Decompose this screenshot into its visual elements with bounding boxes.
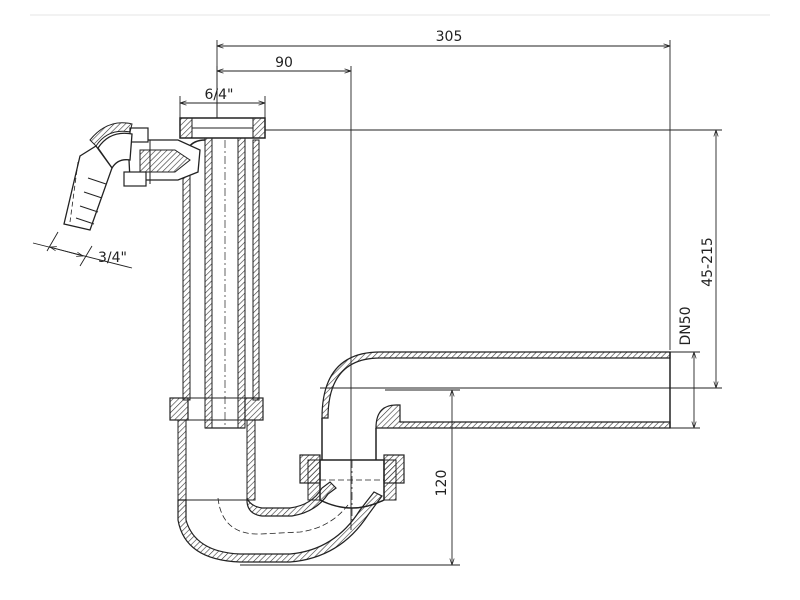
outlet-pipe <box>321 351 671 460</box>
middle-union-nut <box>169 397 264 421</box>
dimension-inlet-thread: 6/4" <box>180 87 265 120</box>
dip-tube <box>204 137 246 429</box>
dimension-label-120: 120 <box>434 470 450 497</box>
centerlines <box>224 140 353 520</box>
dimension-label-90: 90 <box>275 55 293 71</box>
dimension-label-3-4: 3/4" <box>98 250 127 266</box>
dimension-outlet-diameter: DN50 <box>670 306 700 428</box>
dimension-hose-connection: 3/4" <box>32 231 133 269</box>
dimension-total-length: 305 <box>217 29 670 350</box>
dimension-height-range: 45-215 <box>262 130 722 388</box>
inlet-nut <box>179 117 266 139</box>
trap-u-bend <box>177 419 383 563</box>
siphon-body <box>182 139 260 401</box>
hose-nozzle <box>63 122 201 231</box>
dimension-label-dn50: DN50 <box>678 306 694 345</box>
dimension-label-305: 305 <box>436 29 463 45</box>
outlet-union-nut <box>299 454 405 509</box>
dimension-label-45-215: 45-215 <box>700 237 716 287</box>
dimension-seal-height: 120 <box>240 390 460 565</box>
dimension-label-6-4: 6/4" <box>205 87 234 103</box>
